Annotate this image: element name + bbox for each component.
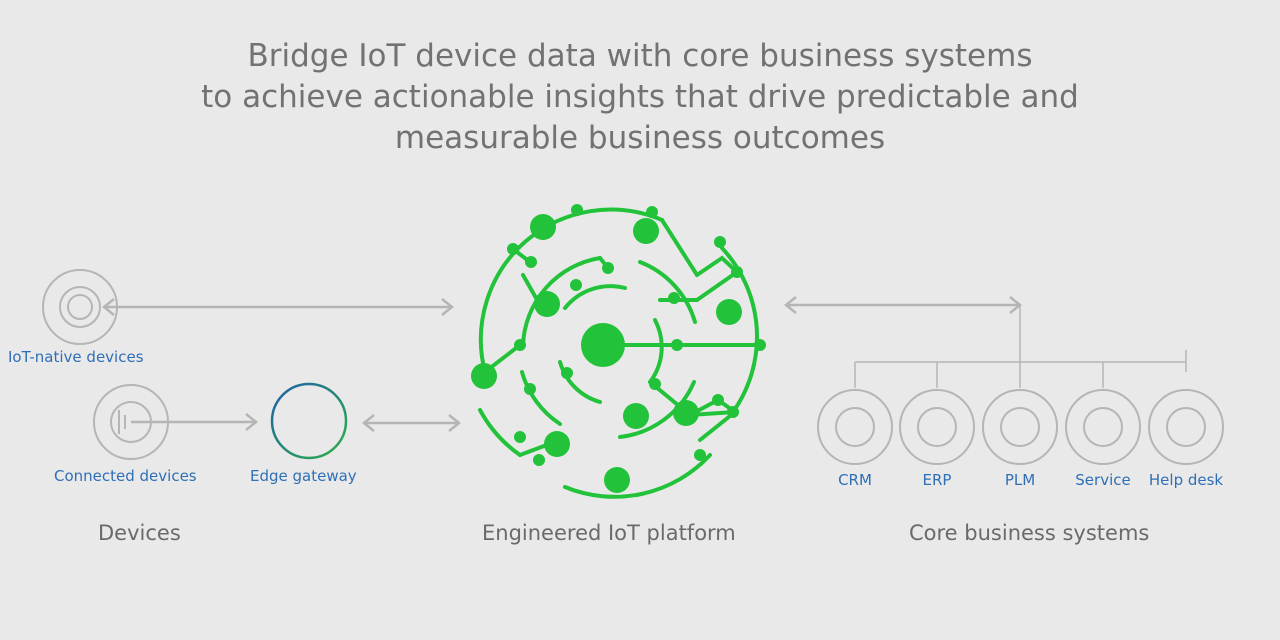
headline-line-2: to achieve actionable insights that driv… — [201, 79, 1079, 115]
system-erp-icon — [899, 389, 975, 465]
system-plm-label: PLM — [1005, 471, 1035, 489]
iot-native-devices-label: IoT-native devices — [8, 348, 144, 366]
connected-devices-label: Connected devices — [54, 467, 197, 485]
headline-line-3: measurable business outcomes — [394, 120, 886, 156]
system-help-desk-label: Help desk — [1149, 471, 1224, 489]
system-bus — [854, 305, 1187, 388]
business-section-title: Core business systems — [909, 521, 1149, 545]
system-crm-icon — [817, 389, 893, 465]
system-plm-icon — [982, 389, 1058, 465]
circuit-nodes — [471, 204, 766, 493]
headline: Bridge IoT device data with core busines… — [0, 36, 1280, 159]
device-connectors — [101, 298, 462, 432]
system-erp-label: ERP — [923, 471, 952, 489]
system-service-label: Service — [1075, 471, 1130, 489]
system-crm-label: CRM — [838, 471, 872, 489]
platform-section-title: Engineered IoT platform — [482, 521, 736, 545]
edge-gateway-label: Edge gateway — [250, 467, 357, 485]
headline-line-1: Bridge IoT device data with core busines… — [247, 38, 1033, 74]
business-connectors — [783, 296, 1023, 314]
system-help-desk-icon — [1148, 389, 1224, 465]
system-service-icon — [1065, 389, 1141, 465]
edge-gateway-ring-icon — [270, 382, 348, 460]
devices-section-title: Devices — [98, 521, 181, 545]
